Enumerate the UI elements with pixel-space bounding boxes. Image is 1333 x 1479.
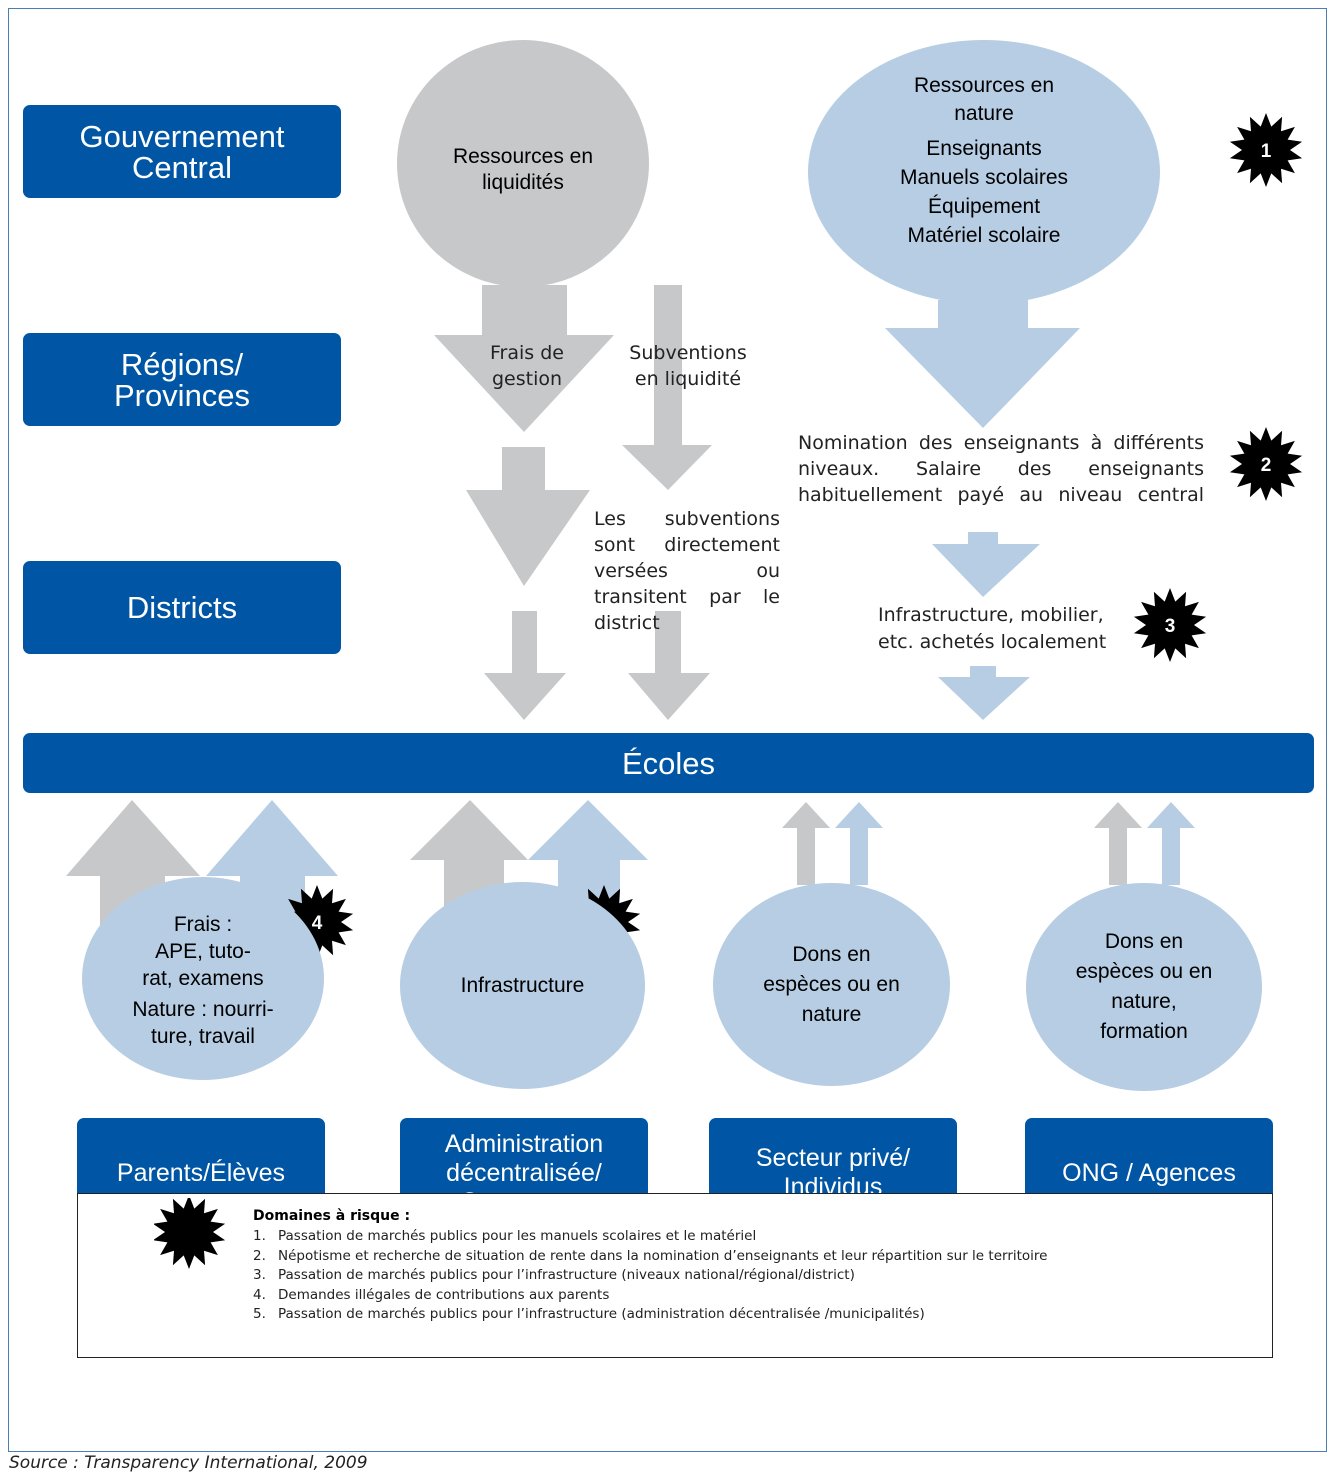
- level-schools: Écoles: [23, 733, 1314, 793]
- level-central-label: Gouvernement Central: [79, 118, 285, 185]
- legend-item-text: Passation de marchés publics pour les ma…: [278, 1228, 757, 1244]
- ngo-blue-up-arrow: [1147, 802, 1195, 885]
- local-purchase-arrow: [938, 666, 1030, 720]
- parents-contributions-circle: Frais : APE, tuto- rat, examens Nature :…: [82, 877, 324, 1080]
- risk-star-number: 3: [1165, 616, 1176, 637]
- admin-infrastructure-label: Infrastructure: [460, 973, 585, 997]
- source-ngo-label: ONG / Agences: [1062, 1158, 1236, 1187]
- in-kind-item: Manuels scolaires: [899, 166, 1069, 189]
- risk-star-number: 2: [1261, 455, 1272, 476]
- parents-fees-block: Frais : APE, tuto- rat, examens: [142, 911, 263, 992]
- admin-infrastructure-circle: Infrastructure: [400, 882, 645, 1089]
- legend-item-text: Népotisme et recherche de situation de r…: [278, 1247, 1048, 1264]
- in-kind-item: Matériel scolaire: [907, 224, 1061, 247]
- private-gray-up-arrow: [782, 802, 830, 885]
- risk-star-3-icon: 3: [1133, 588, 1207, 662]
- risk-legend: Domaines à risque : 1.Passation de march…: [77, 1193, 1273, 1358]
- legend-item: 2.Népotisme et recherche de situation de…: [253, 1247, 1047, 1267]
- in-kind-resources-ellipse: Ressources en nature Enseignants Manuels…: [808, 40, 1160, 304]
- legend-item-text: Passation de marchés publics pour l’infr…: [278, 1306, 925, 1322]
- private-donations-label: Dons en espèces ou en nature: [763, 942, 900, 1026]
- parents-fees-label: Frais :: [173, 913, 233, 936]
- arrow-to-schools-left: [484, 611, 566, 720]
- in-kind-item: Équipement: [927, 195, 1041, 218]
- level-districts-label: Districts: [126, 590, 238, 625]
- admin-fees-arrow: [434, 285, 614, 432]
- private-donations-circle: Dons en espèces ou en nature: [713, 883, 950, 1086]
- figure-frame: [8, 8, 1327, 1452]
- legend-item: 1.Passation de marchés publics pour les …: [253, 1227, 1047, 1247]
- legend-item: 5.Passation de marchés publics pour l’in…: [253, 1305, 1047, 1325]
- level-regions-label: Régions/ Provinces: [113, 346, 251, 413]
- level-central-government: Gouvernement Central: [23, 105, 341, 198]
- source-parents-label: Parents/Élèves: [116, 1158, 286, 1187]
- ngo-donations-label: Dons en espèces ou en nature, formation: [1075, 930, 1213, 1043]
- arrow-to-schools-right: [628, 611, 710, 720]
- parents-nature-block: Nature : nourri- ture, travail: [132, 996, 273, 1050]
- level-schools-label: Écoles: [621, 745, 716, 781]
- legend-title: Domaines à risque :: [253, 1208, 411, 1224]
- legend-risk-star-icon: [154, 1198, 226, 1269]
- cash-resources-ellipse: Ressources en liquidités: [397, 40, 649, 287]
- in-kind-items-list: Enseignants Manuels scolaires Équipement…: [900, 134, 1068, 250]
- in-kind-item: Enseignants: [926, 137, 1042, 160]
- ngo-gray-up-arrow: [1094, 802, 1142, 885]
- admin-fees-arrow-2: [466, 447, 590, 586]
- teachers-note: Nomination des enseignants à différents …: [798, 432, 1204, 506]
- parents-nature-label: Nature :: [132, 998, 208, 1021]
- legend-item: 4.Demandes illégales de contributions au…: [253, 1286, 1047, 1306]
- in-kind-resources-title: Ressources en nature: [913, 74, 1055, 125]
- teachers-arrow: [932, 532, 1040, 597]
- parents-nature-text: nourri- ture, travail: [151, 998, 274, 1048]
- legend-list: 1.Passation de marchés publics pour les …: [253, 1227, 1047, 1325]
- parents-gray-up-arrow: [66, 800, 200, 925]
- legend-item-text: Passation de marchés publics pour l’infr…: [278, 1267, 855, 1283]
- parents-fees-text: APE, tuto- rat, examens: [142, 940, 264, 990]
- admin-blue-up-arrow: [528, 800, 648, 912]
- cash-grants-arrow: [622, 285, 712, 490]
- in-kind-arrow: [885, 300, 1080, 428]
- risk-star-number: 1: [1261, 141, 1272, 162]
- risk-star-1-icon: 1: [1229, 113, 1303, 187]
- local-purchase-note: Infrastructure, mobilier, etc. achetés l…: [878, 604, 1107, 653]
- cash-resources-label: Ressources en liquidités: [452, 144, 594, 194]
- cash-grants-label: Subventions en liquidité: [629, 342, 747, 390]
- ngo-donations-circle: Dons en espèces ou en nature, formation: [1026, 883, 1262, 1091]
- risk-star-number: 4: [312, 913, 323, 934]
- source-credit: Source : Transparency International, 200…: [9, 1453, 368, 1473]
- private-blue-up-arrow: [835, 802, 883, 885]
- legend-item-text: Demandes illégales de contributions aux …: [278, 1286, 610, 1303]
- grants-note: Les subventions sont directement versées…: [594, 508, 780, 634]
- level-districts: Districts: [23, 561, 341, 654]
- risk-star-2-icon: 2: [1229, 427, 1303, 501]
- legend-item: 3.Passation de marchés publics pour l’in…: [253, 1266, 1047, 1286]
- level-regions-provinces: Régions/ Provinces: [23, 333, 341, 426]
- admin-fees-label: Frais de gestion: [490, 342, 564, 390]
